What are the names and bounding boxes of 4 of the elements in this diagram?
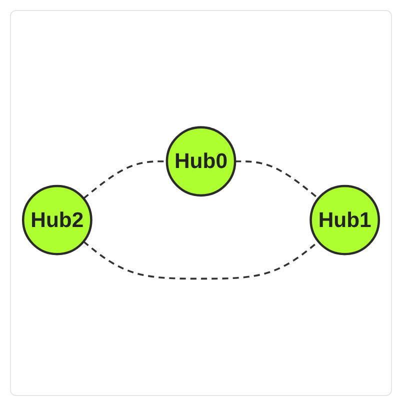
node-circle: Hub2 — [22, 184, 92, 256]
connector — [235, 160, 319, 200]
node-circle: Hub0 — [166, 126, 236, 197]
node-circle: Hub1 — [310, 184, 380, 256]
